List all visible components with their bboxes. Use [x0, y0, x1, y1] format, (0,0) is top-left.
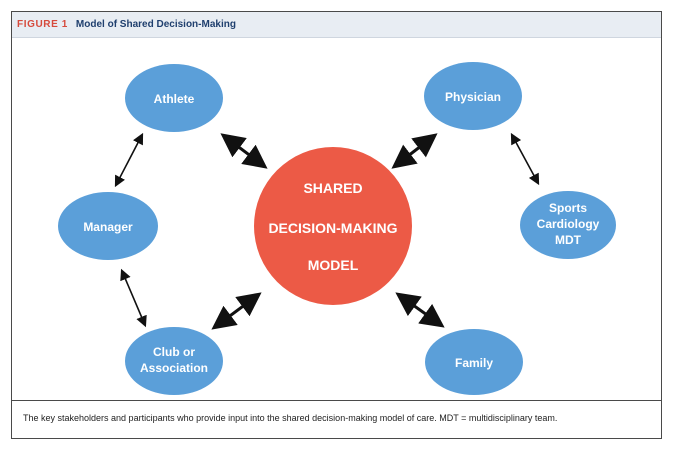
arrow-athlete-center: [220, 133, 268, 169]
arrow-manager-club: [120, 268, 147, 328]
center-line-2: DECISION-MAKING: [268, 220, 397, 236]
physician-node: Physician: [424, 62, 522, 130]
club-line-1: Club or: [153, 345, 195, 359]
club-or-association-node: Club or Association: [125, 327, 223, 395]
diagram-area: SHARED DECISION-MAKING MODEL Athlete Phy…: [12, 38, 661, 398]
family-node: Family: [425, 329, 523, 395]
mdt-line-3: MDT: [555, 233, 582, 247]
shared-decision-model-node: SHARED DECISION-MAKING MODEL: [254, 147, 412, 305]
manager-node: Manager: [58, 192, 158, 260]
arrow-family-center: [395, 292, 445, 328]
arrow-physician-center: [391, 133, 438, 169]
arrow-physician-mdt: [510, 132, 540, 186]
sports-cardiology-mdt-node: Sports Cardiology MDT: [520, 191, 616, 259]
figure-label: FIGURE 1: [17, 19, 68, 30]
figure-caption: The key stakeholders and participants wh…: [23, 413, 558, 423]
figure-title: Model of Shared Decision-Making: [75, 19, 236, 30]
center-line-3: MODEL: [308, 257, 359, 273]
athlete-node: Athlete: [125, 64, 223, 132]
figure-header: FIGURE 1 Model of Shared Decision-Making: [12, 12, 661, 38]
arrow-club-center: [211, 292, 262, 330]
athlete-label: Athlete: [154, 92, 195, 106]
arrow-athlete-manager: [114, 132, 144, 188]
caption-divider: [12, 400, 661, 401]
physician-label: Physician: [445, 90, 501, 104]
family-label: Family: [455, 356, 493, 370]
mdt-line-1: Sports: [549, 201, 587, 215]
center-line-1: SHARED: [303, 180, 362, 196]
decision-model-diagram: SHARED DECISION-MAKING MODEL Athlete Phy…: [58, 62, 616, 395]
figure-frame: FIGURE 1 Model of Shared Decision-Making: [11, 11, 662, 439]
club-line-2: Association: [140, 361, 208, 375]
mdt-line-2: Cardiology: [537, 217, 600, 231]
manager-label: Manager: [83, 220, 133, 234]
